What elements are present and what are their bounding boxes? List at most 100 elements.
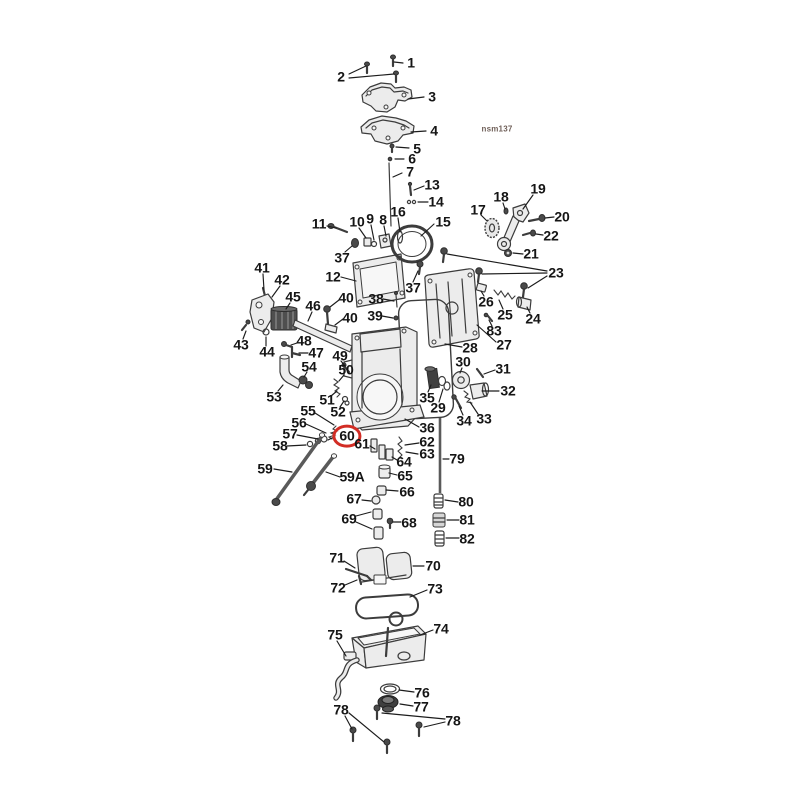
o-ring-76-part — [379, 683, 401, 695]
leader-line-17 — [480, 214, 488, 222]
callout-48: 48 — [296, 332, 312, 349]
callout-67: 67 — [346, 490, 362, 507]
spring-82-part — [434, 530, 445, 547]
callout-82: 82 — [459, 530, 475, 547]
spring-62-63-part — [397, 436, 403, 459]
nut-54-part — [298, 375, 308, 385]
leader-line-45 — [285, 302, 291, 310]
callout-66: 66 — [399, 483, 415, 500]
callout-14: 14 — [428, 193, 444, 210]
pilot-jet-69-part — [372, 508, 383, 520]
leader-line-33 — [469, 401, 479, 415]
bolt-20-part — [538, 214, 546, 222]
leader-line-59 — [273, 468, 293, 473]
callout-81: 81 — [459, 511, 475, 528]
leader-line-57 — [296, 434, 319, 440]
leader-line-74 — [419, 629, 434, 636]
callout-68: 68 — [401, 514, 417, 531]
leader-line-31 — [483, 369, 496, 375]
callout-17: 17 — [470, 201, 486, 218]
leader-line-10 — [358, 227, 367, 239]
callout-15: 15 — [435, 213, 451, 230]
callout-50: 50 — [338, 361, 354, 378]
callout-16: 16 — [390, 203, 406, 220]
callout-40: 40 — [338, 289, 354, 306]
leader-line-40 — [329, 299, 340, 308]
leader-line-69 — [355, 511, 372, 517]
callout-52: 52 — [330, 403, 346, 420]
spacer-35-part — [424, 366, 440, 390]
leader-line-23 — [446, 253, 548, 272]
washers-14-part — [406, 199, 417, 205]
leader-line-51 — [330, 390, 338, 397]
jet-holder-65-part — [378, 464, 391, 479]
leader-line-37 — [412, 270, 419, 283]
leader-line-27 — [476, 324, 497, 343]
leader-line-18 — [502, 202, 506, 210]
callout-65: 65 — [397, 467, 413, 484]
leader-line-43 — [242, 330, 247, 340]
leader-line-19 — [522, 194, 534, 210]
leader-line-83 — [488, 319, 493, 327]
jet-stack — [370, 436, 403, 540]
leader-line-50 — [338, 374, 345, 382]
callout-69: 69 — [341, 510, 357, 527]
callout-5: 5 — [413, 140, 421, 157]
callout-25: 25 — [497, 306, 513, 323]
leader-line-78 — [423, 721, 446, 728]
callout-60-highlighted: 60 — [332, 424, 362, 448]
bracket-8-part — [378, 233, 392, 249]
leader-line-37 — [344, 245, 353, 253]
rod-59a-part — [302, 453, 338, 497]
main-body-36-part — [343, 326, 425, 431]
callout-4: 4 — [430, 122, 438, 139]
washer-9-part — [370, 240, 378, 248]
callout-3: 3 — [428, 88, 436, 105]
needle-jet-61-part — [370, 438, 378, 453]
leader-line-56 — [305, 423, 327, 434]
leader-line-62 — [404, 442, 420, 446]
shaft-46-part — [292, 319, 353, 353]
leader-line-4 — [410, 130, 427, 133]
callout-83: 83 — [486, 322, 502, 339]
screw-11-part — [327, 223, 349, 234]
ball-39-part — [393, 315, 399, 321]
callout-53: 53 — [266, 388, 282, 405]
callout-2: 2 — [337, 68, 345, 85]
callout-78: 78 — [445, 712, 461, 729]
leader-line-3 — [407, 96, 425, 100]
fitting-83-part — [483, 312, 494, 323]
knob-17-part — [484, 217, 500, 239]
leader-line-49 — [340, 360, 346, 367]
callout-42: 42 — [274, 271, 290, 288]
ball-6-part — [387, 156, 393, 162]
pin-13-part — [407, 181, 413, 197]
callout-27: 27 — [496, 336, 512, 353]
leader-line-41 — [262, 273, 265, 291]
callout-37: 37 — [334, 249, 350, 266]
bolt-22-part — [530, 229, 536, 237]
screw-34-part — [451, 394, 463, 410]
elbow-fitting-53-part — [279, 354, 302, 389]
top-cover-part — [361, 82, 413, 113]
washers-29-part — [437, 375, 451, 391]
leader-line-26 — [480, 290, 485, 297]
seal-37-part — [351, 238, 359, 248]
bolt-48-part — [281, 341, 294, 349]
callout-44: 44 — [259, 343, 275, 360]
screw-37b-part — [416, 260, 424, 276]
clip-71-part — [344, 567, 373, 582]
leader-line-20 — [544, 216, 555, 219]
leader-line-61 — [369, 445, 376, 450]
cap-67-part — [371, 495, 381, 505]
o-ring-15-part — [390, 224, 434, 264]
leader-line-35 — [427, 384, 432, 393]
leader-line-1 — [393, 61, 404, 64]
callout-76: 76 — [414, 684, 430, 701]
leader-line-59a — [325, 471, 341, 478]
callout-32: 32 — [500, 382, 516, 399]
float-70-part — [356, 546, 413, 585]
callout-51: 51 — [319, 391, 335, 408]
leader-line-36 — [404, 418, 420, 428]
